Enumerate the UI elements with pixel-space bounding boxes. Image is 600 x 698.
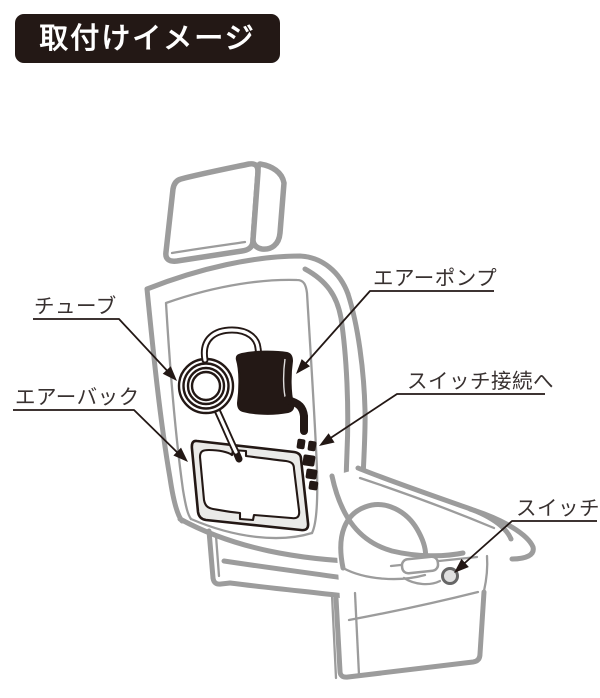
title-badge: 取付けイメージ xyxy=(15,14,280,63)
callout-air-bag: エアーバック xyxy=(13,385,188,462)
label-switch-connection: スイッチ接続へ xyxy=(407,369,554,393)
callout-air-pump: エアーポンプ xyxy=(296,266,497,374)
arrowhead-air-pump xyxy=(296,359,310,374)
label-switch: スイッチ xyxy=(516,496,600,520)
panel-fold-line xyxy=(402,576,442,586)
seat-back-panel-bottom xyxy=(189,517,314,540)
panel-slot xyxy=(400,555,440,575)
base-box-swoosh xyxy=(347,590,480,622)
leader-line-switch-connection xyxy=(322,393,545,444)
air-pump-body xyxy=(235,350,295,415)
air-bag-bladder xyxy=(198,448,301,522)
cushion-bolster-bottom xyxy=(341,566,427,581)
cushion-divide xyxy=(329,473,466,559)
headrest xyxy=(163,161,287,264)
leg-left xyxy=(206,528,233,587)
page-title: 取付けイメージ xyxy=(39,21,256,55)
label-tube: チューブ xyxy=(34,294,117,318)
arrowhead-tube xyxy=(162,366,177,381)
callout-switch-connection: スイッチ接続へ xyxy=(319,369,554,446)
tube xyxy=(177,326,263,463)
base-box-band-left-b xyxy=(353,591,361,677)
cushion-top-edge xyxy=(355,465,514,542)
headrest-side xyxy=(250,161,287,252)
base-box-outline xyxy=(333,589,487,680)
base-box-band-left-a xyxy=(330,593,338,680)
tube-down-core xyxy=(214,406,238,454)
label-air-pump: エアーポンプ xyxy=(373,266,497,290)
tube-coil-backing xyxy=(178,358,234,414)
cushion-right-curl xyxy=(467,506,536,562)
callout-tube: チューブ xyxy=(33,294,177,381)
label-air-bag: エアーバック xyxy=(15,385,140,409)
leader-line-tube xyxy=(33,318,174,378)
arrowhead-switch-connection xyxy=(319,433,335,446)
seat-back-left-top-outline xyxy=(144,253,351,524)
cushion-top-inner xyxy=(358,476,496,530)
headrest-front xyxy=(163,161,261,264)
rail-upper xyxy=(221,558,347,581)
callout-switch: スイッチ xyxy=(454,496,600,573)
base-box xyxy=(330,589,487,680)
rail-lower xyxy=(227,580,347,599)
leader-line-air-pump xyxy=(298,290,494,372)
cushion-silhouette xyxy=(332,468,533,600)
cushion-bolster xyxy=(338,502,429,571)
air-pump xyxy=(235,350,319,491)
arrowhead-air-bag xyxy=(173,447,188,462)
pump-cable-dashes xyxy=(296,438,319,491)
switch-panel xyxy=(389,554,489,593)
pump-cable xyxy=(283,396,308,435)
arrowhead-switch xyxy=(454,558,469,573)
switch-panel-right xyxy=(482,554,489,593)
leader-line-switch xyxy=(457,520,597,570)
air-bag xyxy=(190,439,310,532)
leader-line-air-bag xyxy=(13,409,185,460)
tube-top-core xyxy=(202,328,261,362)
leg-left-inner xyxy=(214,534,221,578)
tube-coil xyxy=(177,357,235,415)
switch-knob xyxy=(441,567,459,585)
seat-base xyxy=(206,465,536,680)
headrest-bottom-line xyxy=(170,240,247,255)
